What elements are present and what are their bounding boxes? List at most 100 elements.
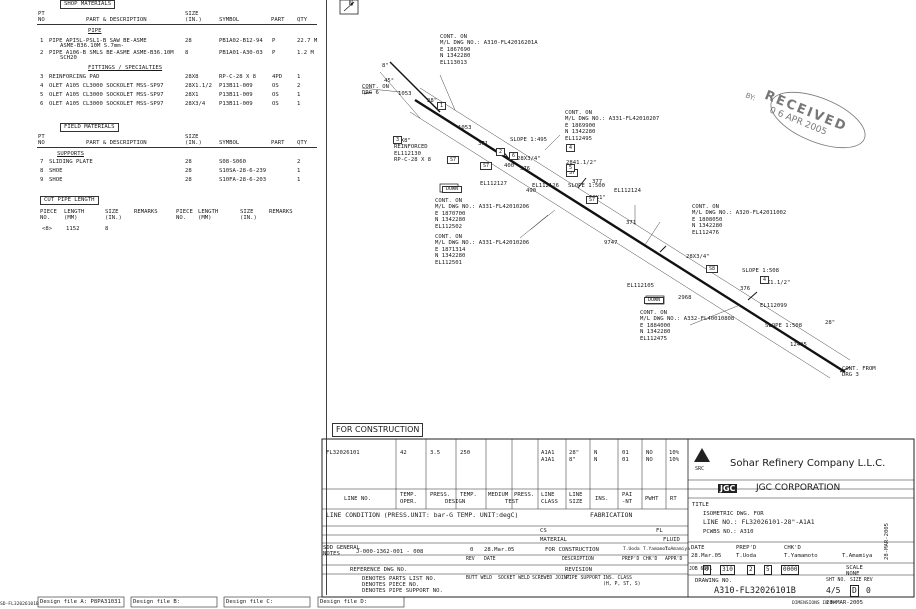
- cut-hdr-cell: REMARKS: [134, 209, 158, 215]
- hdr-press2: PRESS.: [514, 492, 535, 498]
- bom-item-symbol: PB1A01-A30-03: [219, 50, 263, 56]
- marker-5: 5: [566, 164, 576, 172]
- dimension-label: 371: [478, 141, 489, 147]
- press-value: 3.5: [430, 450, 441, 456]
- dimension-label: 28X1.1/2": [760, 280, 791, 286]
- bom-item-desc: SHOE: [49, 168, 63, 174]
- cut-hdr-cell: SIZE: [240, 209, 254, 215]
- marker-S7: S7: [447, 156, 460, 164]
- hdr-size-2: SIZE: [185, 134, 199, 140]
- line-condition: LINE CONDITION (PRESS.UNIT: bar-G TEMP. …: [326, 511, 519, 519]
- bom-item-no: 4: [40, 83, 44, 89]
- title-line3: PCWBS NO.: A310: [703, 529, 754, 535]
- cut-hdr-cell2: (IN.): [105, 215, 122, 221]
- cut-pipe-header: CUT PIPE LENGTH: [40, 196, 99, 205]
- jgc-logo: JGC: [718, 484, 738, 493]
- design-file-b: Design file B:: [133, 599, 181, 605]
- cut-hdr-cell: REMARKS: [269, 209, 293, 215]
- bom-item-no: 7: [40, 159, 44, 165]
- prep-value: T.Uoda: [736, 553, 757, 559]
- main-pipe: [414, 98, 846, 374]
- shop-materials-header: SHOP MATERIALS: [60, 0, 116, 9]
- print-label: DIMENSIONS IN MM: [792, 601, 837, 606]
- field-materials-header: FIELD MATERIALS: [60, 123, 119, 132]
- hdr-oper: OPER.: [400, 499, 417, 505]
- bom-item-desc2: ASME-B36.10M S.7mm-: [60, 43, 124, 49]
- bom-item-desc: PIPE API5L-PSL1-B SAW BE-ASME: [49, 38, 147, 44]
- cut-hdr-cell2: NO.: [40, 215, 51, 221]
- callout-cont3: CONT. ON M/L DWG NO.: A331-FL42010207 E …: [565, 110, 660, 142]
- for-construction: FOR CONSTRUCTION: [332, 423, 424, 437]
- hdr-pai: PAI: [622, 492, 633, 498]
- bom-item-size: 28X8: [185, 74, 199, 80]
- cut-hdr-cell2: (IN.): [240, 215, 257, 221]
- legend-3: DENOTES PIPE SUPPORT NO.: [362, 588, 443, 594]
- dimension-label: EL112126: [532, 183, 559, 189]
- bom-item-size: 28: [185, 168, 192, 174]
- hdr-no-2: NO: [38, 140, 45, 146]
- bom-item-qty: 1: [297, 168, 301, 174]
- received-stamp: [770, 91, 866, 149]
- size-label: SIZE: [850, 578, 862, 583]
- marker-2: 2: [496, 148, 506, 156]
- bom-item-qty: 1: [297, 177, 301, 183]
- dimension-label: 1053: [458, 125, 472, 131]
- hdr-test: TEST: [505, 499, 519, 505]
- chk-label: CHK'D: [784, 545, 801, 551]
- cut-hdr-cell2: (MM): [198, 215, 212, 221]
- line-no-value: FL32026101: [326, 450, 360, 456]
- appr-value: T.Amamiya: [842, 553, 873, 559]
- pipe-section-title: PIPE: [88, 28, 102, 34]
- hdr-desc: PART & DESCRIPTION: [86, 17, 147, 23]
- hdr-pt: PT: [38, 11, 45, 17]
- dimension-label: 1053: [398, 91, 412, 97]
- revision-label: REVISION: [565, 567, 592, 573]
- cut-hdr-cell: PIECE: [176, 209, 193, 215]
- job-no: JOB 6901: [689, 567, 713, 572]
- rt-1: 10%: [669, 450, 680, 456]
- marker-S7: S7: [480, 162, 493, 170]
- bom-item-desc: REINFORCING PAD: [49, 74, 100, 80]
- hdr-pt-2: PT: [38, 134, 45, 140]
- dimension-label: 490: [526, 188, 537, 194]
- cut-hdr-cell: SIZE: [105, 209, 119, 215]
- hdr-qty: QTY: [297, 17, 308, 23]
- dimension-label: 12495: [790, 342, 807, 348]
- title-line1: ISOMETRIC DWG. FOR: [703, 511, 764, 517]
- dimension-label: EL112105: [627, 283, 654, 289]
- rev-desc: FOR CONSTRUCTION: [545, 547, 599, 553]
- callout-cont5: CONT. ON M/L DWG NO.: A331-FL42010206 E …: [435, 234, 530, 266]
- cs-value: CS: [540, 528, 547, 534]
- dimension-label: EL112127: [480, 181, 507, 187]
- pnt-2: 01: [622, 457, 629, 463]
- dwg-code-box: 0: [703, 565, 711, 575]
- bom-item-size: 8: [185, 50, 189, 56]
- rev-value: 0: [866, 586, 871, 595]
- hdr-design: DESIGN: [445, 499, 466, 505]
- rev-hdr-cell: REV: [466, 557, 475, 562]
- dwg-code-box: 0000: [781, 565, 800, 575]
- legend-2: DENOTES PIECE NO.: [362, 582, 420, 588]
- bom-item-qty: 1.2 M: [297, 50, 314, 56]
- rev-hdr-cell: PREP'D: [622, 557, 640, 562]
- sdd-general: SDD GENERAL: [323, 545, 361, 551]
- src-logo: [694, 448, 710, 462]
- bom-item-desc: PIPE A106-B SMLS BE-ASME ASME-B36.10M: [49, 50, 174, 56]
- design-file-a: Design file A: P8PA31031: [40, 599, 121, 605]
- hdr-size2-2: (IN.): [185, 140, 202, 146]
- hdr-size2: (IN.): [185, 17, 202, 23]
- bom-item-qty: 1: [297, 74, 301, 80]
- bom-item-desc: OLET A105 CL3000 SOCKOLET MSS-SP97: [49, 92, 164, 98]
- callout-cont2: CONT. ON M/L DWG NO.: A310-FL42016201A E…: [440, 34, 538, 66]
- bom-item-qty: 22.7 M: [297, 38, 318, 44]
- hdr-rule: [37, 24, 317, 25]
- drawing-no: A310-FL32026101B: [714, 586, 796, 596]
- size-value: D: [850, 585, 859, 597]
- bom-item-qty: 1: [297, 101, 301, 107]
- marker-S8: S8: [706, 265, 719, 273]
- prep-label: PREP'D: [736, 545, 757, 551]
- dwg-code-box: 2: [747, 565, 755, 575]
- sht-label: SHT NO.: [826, 578, 847, 583]
- rev-hdr-cell: CHK'D: [643, 557, 658, 562]
